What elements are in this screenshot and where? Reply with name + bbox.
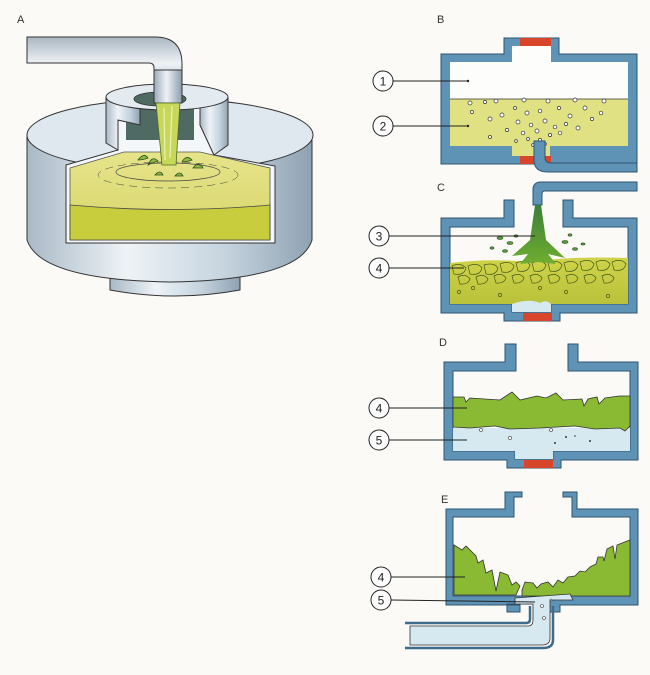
svg-text:4: 4	[376, 262, 383, 276]
vessel-wall	[440, 199, 638, 322]
panel-d: D 4 5	[368, 337, 639, 469]
svg-text:5: 5	[378, 594, 385, 608]
panel-a-letter: A	[17, 14, 25, 26]
panel-e: E 4 5	[370, 491, 639, 650]
polymer-jet	[512, 205, 565, 264]
feed-pipe	[532, 181, 638, 206]
spray-droplets	[489, 233, 586, 253]
panel-b-letter: B	[437, 14, 444, 26]
filter-cake	[453, 544, 521, 596]
filtrate-drain	[409, 593, 574, 646]
outlet-pipe	[533, 140, 638, 173]
svg-text:1: 1	[380, 75, 387, 89]
filter-cake	[452, 391, 631, 432]
callout-2: 2	[372, 115, 470, 137]
liquid-stream	[155, 102, 181, 166]
svg-text:5: 5	[376, 434, 383, 448]
callout-4: 4	[368, 257, 464, 279]
callout-1: 1	[372, 70, 470, 92]
svg-text:4: 4	[376, 402, 383, 416]
callout-5: 5	[368, 429, 467, 451]
panel-c: C	[368, 181, 638, 322]
gas-bubbles	[467, 97, 607, 147]
vessel-wall	[445, 491, 639, 613]
slurry-liquid	[450, 99, 628, 156]
filter-cake	[450, 257, 628, 304]
particles	[554, 435, 591, 444]
filtrate-liquid	[453, 428, 630, 459]
svg-text:4: 4	[378, 571, 385, 585]
panel-d-letter: D	[439, 337, 447, 349]
svg-text:2: 2	[380, 120, 387, 134]
top-valve	[520, 38, 551, 46]
callout-5: 5	[370, 589, 536, 611]
svg-text:3: 3	[376, 230, 383, 244]
panel-e-letter: E	[441, 494, 448, 506]
bottom-valve	[524, 460, 553, 468]
panel-c-letter: C	[437, 182, 445, 194]
inlet-pipe	[26, 36, 183, 104]
panel-b: B 1	[372, 14, 638, 173]
bottom-valve	[523, 313, 552, 321]
callout-4: 4	[368, 397, 467, 419]
cake-cells	[451, 260, 627, 298]
panel-a: A	[17, 14, 314, 297]
vessel-wall	[443, 343, 639, 469]
callout-3: 3	[368, 225, 535, 247]
callout-4: 4	[370, 566, 465, 588]
residual-bubbles	[479, 428, 553, 440]
